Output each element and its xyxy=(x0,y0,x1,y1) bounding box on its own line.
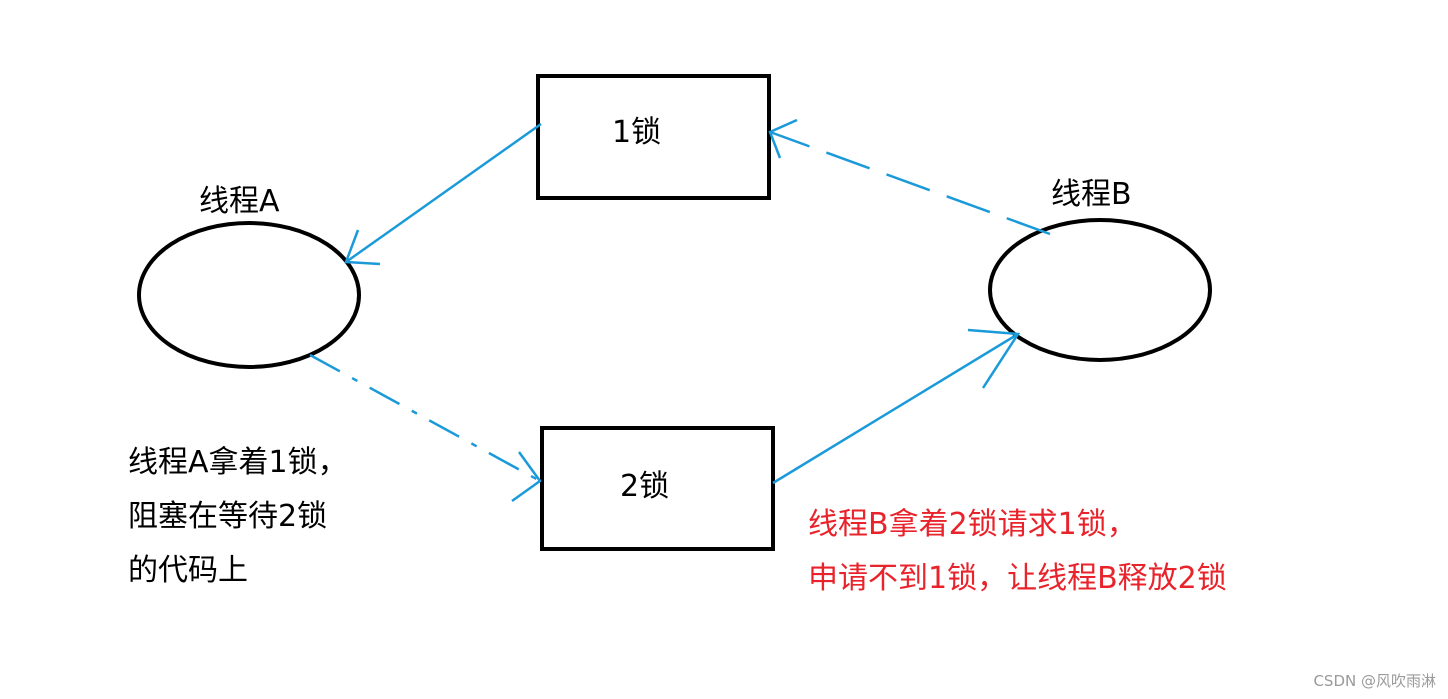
threadA-ellipse xyxy=(137,221,361,369)
threadA-label: 线程A xyxy=(199,184,280,219)
lock2-label: 2锁 xyxy=(620,469,670,504)
threadA-note: 线程A拿着1锁， 阻塞在等待2锁 的代码上 xyxy=(128,436,348,598)
threadB-label: 线程B xyxy=(1051,177,1132,212)
lock2-box xyxy=(540,426,775,551)
lock1-label: 1锁 xyxy=(612,115,662,150)
threadA-note-line: 线程A拿着1锁， xyxy=(128,445,348,480)
arrow-lock1-to-threadA xyxy=(344,122,542,266)
threadB-note-line: 线程B拿着2锁请求1锁， xyxy=(808,507,1137,542)
threadB-note: 线程B拿着2锁请求1锁， 申请不到1锁，让线程B释放2锁 xyxy=(808,498,1227,606)
arrow-threadA-to-lock2 xyxy=(309,353,542,503)
threadA-note-line: 的代码上 xyxy=(128,553,248,588)
threadA-note-line: 阻塞在等待2锁 xyxy=(128,499,328,534)
threadB-note-line: 申请不到1锁，让线程B释放2锁 xyxy=(808,561,1227,596)
arrow-threadB-to-lock1 xyxy=(768,118,1051,236)
lock1-box xyxy=(536,74,771,200)
watermark: CSDN @风吹雨淋 xyxy=(1313,672,1436,690)
threadB-ellipse xyxy=(988,218,1212,362)
arrow-lock2-to-threadB xyxy=(772,328,1021,485)
